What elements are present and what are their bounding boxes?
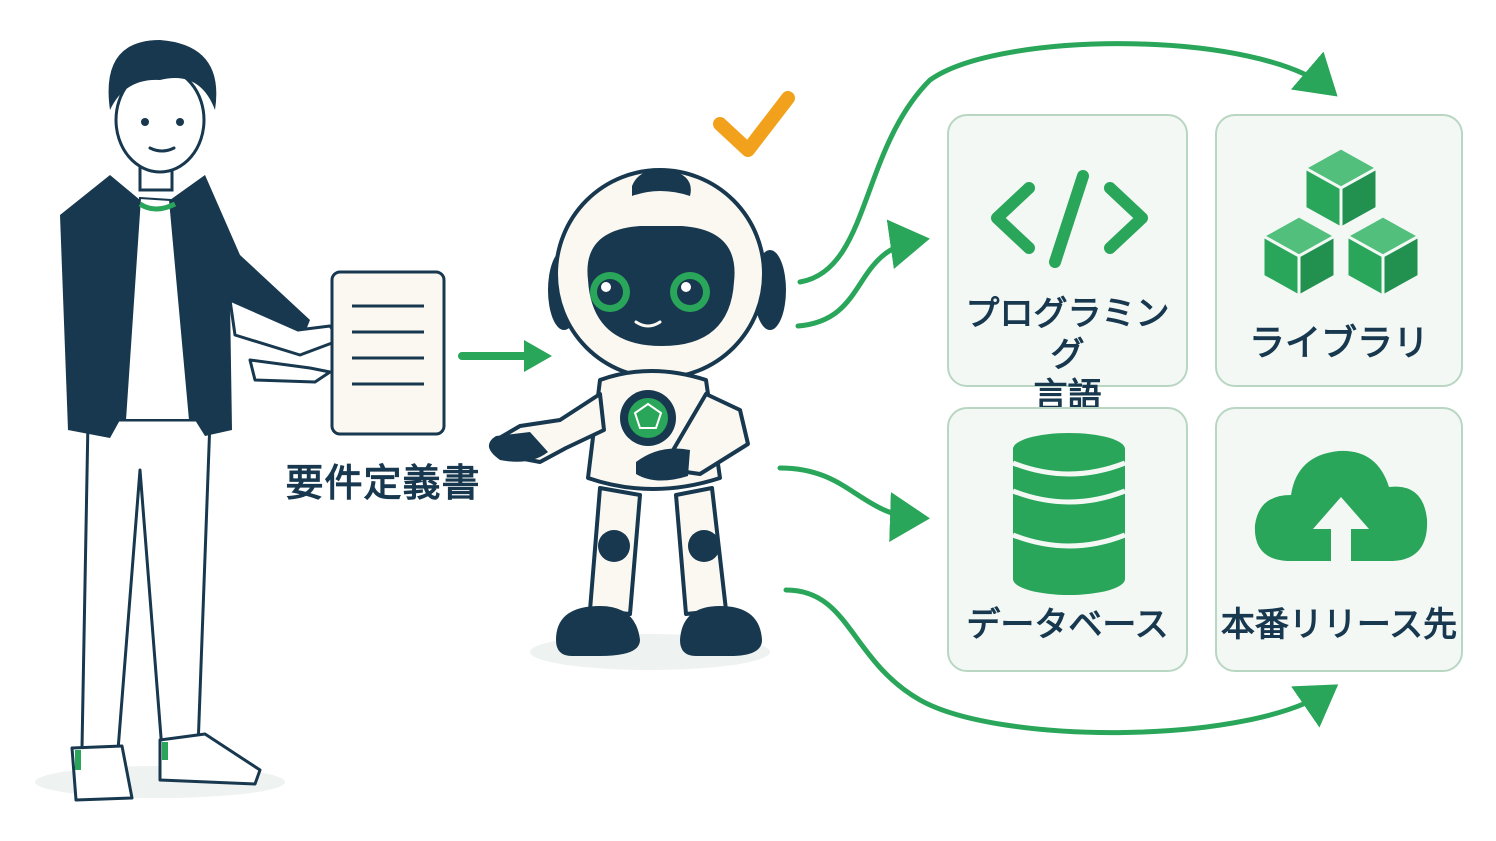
arrow-to-database	[777, 465, 930, 542]
database-icon	[1012, 433, 1126, 595]
arrow-to-language	[795, 219, 930, 329]
arrow-to-deploy	[783, 587, 1339, 736]
robot-illustration	[488, 91, 795, 670]
person-illustration	[35, 40, 342, 802]
card-production-release: 本番リリース先	[1215, 407, 1463, 672]
card-database: データベース	[947, 407, 1188, 672]
document-icon	[330, 270, 446, 436]
arrow-to-library	[797, 41, 1338, 285]
cubes-icon	[1261, 146, 1421, 298]
checkmark-icon	[713, 91, 795, 157]
document-label: 要件定義書	[285, 461, 481, 505]
card-programming-language: プログラミング 言語	[947, 114, 1188, 416]
connector-arrows	[777, 41, 1339, 736]
card-database-label: データベース	[966, 605, 1169, 645]
arrow-to-robot	[458, 340, 552, 372]
cloud-upload-icon	[1254, 450, 1428, 561]
code-icon	[991, 170, 1148, 268]
card-language-line1: プログラミング	[965, 294, 1170, 375]
card-deploy-label: 本番リリース先	[1220, 605, 1458, 645]
card-language-label: プログラミング 言語	[949, 294, 1186, 416]
card-library: ライブラリ	[1215, 114, 1463, 387]
card-library-label: ライブラリ	[1248, 323, 1429, 364]
